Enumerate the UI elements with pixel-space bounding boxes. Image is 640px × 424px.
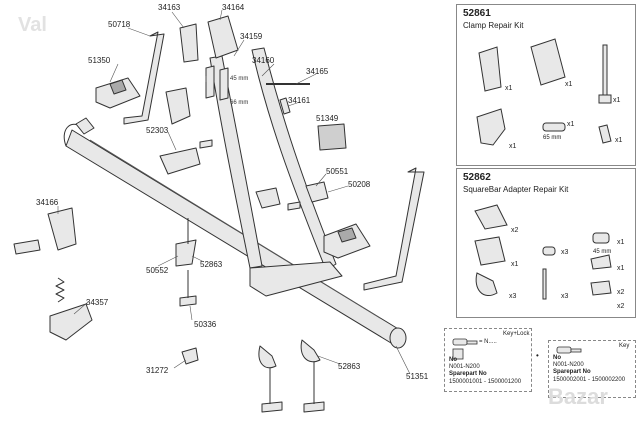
strap-51351 (363, 167, 425, 291)
part-34357 (49, 303, 93, 341)
part-31272 (181, 347, 199, 365)
uclamp-1 (258, 345, 277, 369)
strap-50718 (123, 31, 165, 125)
key-no-value: N001-N200 (553, 362, 584, 368)
label-34160: 34160 (252, 56, 275, 65)
part-51349 (317, 123, 347, 151)
label-51349: 51349 (316, 114, 339, 123)
tbolt-lower-1 (261, 401, 283, 413)
key-spare-value: 1500002001 - 1500002200 (553, 377, 626, 383)
tbolt-lower-2 (303, 401, 325, 413)
kit-52861-title: Clamp Repair Kit (463, 21, 524, 30)
kit-52861-box: 52861 Clamp Repair Kit x1 x1 x1 x1 x1 x1… (456, 4, 636, 166)
kit-52862-parts (474, 204, 612, 300)
down-tube-arm (209, 55, 263, 269)
uclamp-2 (300, 339, 321, 363)
part-34164 (207, 15, 239, 59)
arm-base (249, 261, 343, 297)
label-50336: 50336 (194, 320, 217, 329)
tray-end-cap (389, 327, 407, 349)
kit-52862-qty-f: x3 (561, 293, 569, 300)
label-50551: 50551 (326, 167, 349, 176)
key-lock-spare-value: 1500001001 - 1500001200 (449, 379, 522, 385)
label-52863-a: 52863 (200, 260, 223, 269)
label-34165: 34165 (306, 67, 329, 76)
label-34161: 34161 (288, 96, 311, 105)
kit-52862-number: 52862 (463, 172, 491, 183)
key-lock-spare-label: Sparepart No (449, 371, 487, 377)
kit-52862-dim: 45 mm (593, 249, 612, 255)
part-52303 (159, 147, 201, 175)
kit-52862-qty-b: x1 (511, 261, 519, 268)
kit-52861-dim: 65 mm (543, 135, 562, 141)
key-separator: • (536, 351, 539, 360)
label-34166: 34166 (36, 198, 59, 207)
key-lock-header: Key+Lock (503, 331, 530, 337)
key-spare-label: Sparepart No (553, 369, 591, 375)
label-51350: 51350 (88, 56, 111, 65)
label-34357: 34357 (86, 298, 109, 307)
tbolt-50336 (179, 295, 197, 307)
kit-52861-parts (476, 38, 612, 146)
key-box: Key No N001-N200 Sparepart No 1500002001… (548, 340, 636, 398)
label-31272: 31272 (146, 366, 169, 375)
kit-52861-qty-4: x1 (509, 143, 517, 150)
label-50718: 50718 (108, 20, 131, 29)
key-lock-box: Key+Lock = N..... No N001-N200 Sparepart… (444, 328, 532, 392)
watermark-top: Val (18, 14, 47, 36)
kit-52861-qty-3: x1 (613, 97, 621, 104)
label-51351: 51351 (406, 372, 429, 381)
kit-52861-qty-5: x1 (567, 121, 575, 128)
kit-52862-title: SquareBar Adapter Repair Kit (463, 185, 569, 194)
key-header: Key (619, 343, 630, 349)
kit-52862-qty-i: x2 (617, 303, 625, 310)
kit-52861-qty-1: x1 (505, 85, 513, 92)
key-lock-eq: = N..... (479, 339, 497, 345)
kit-52862-box: 52862 SquareBar Adapter Repair Kit x2 x1… (456, 168, 636, 318)
label-50552: 50552 (146, 266, 169, 275)
kit-52861-qty-6: x1 (615, 137, 623, 144)
part-34163 (179, 23, 199, 63)
key-no-label: No (553, 355, 561, 361)
label-34164: 34164 (222, 3, 245, 12)
key-lock-no-label: No (449, 357, 457, 363)
kit-52861-qty-2: x1 (565, 81, 573, 88)
label-50208: 50208 (348, 180, 371, 189)
part-34166 (47, 207, 77, 251)
label-52303: 52303 (146, 126, 169, 135)
label-52863-b: 52863 (338, 362, 361, 371)
label-34163: 34163 (158, 3, 181, 12)
kit-52862-qty-g: x3 (509, 293, 517, 300)
kit-52862-qty-a: x2 (511, 227, 519, 234)
key-lock-no-value: N001-N200 (449, 364, 480, 370)
spring (55, 277, 65, 303)
key-graphic (556, 346, 582, 354)
dim-45mm: 45 mm (230, 76, 249, 82)
kit-52862-qty-c: x1 (617, 239, 625, 246)
dim-66mm: 66 mm (230, 100, 249, 106)
upper-arm (251, 47, 337, 271)
kit-52861-number: 52861 (463, 8, 491, 19)
watermark-bottom: Bazar (548, 384, 608, 409)
kit-52862-qty-d: x3 (561, 249, 569, 256)
kit-52862-qty-e: x1 (617, 265, 625, 272)
label-34159: 34159 (240, 32, 263, 41)
kit-52862-qty-h: x2 (617, 289, 625, 296)
key-lock-graphic (452, 338, 478, 360)
